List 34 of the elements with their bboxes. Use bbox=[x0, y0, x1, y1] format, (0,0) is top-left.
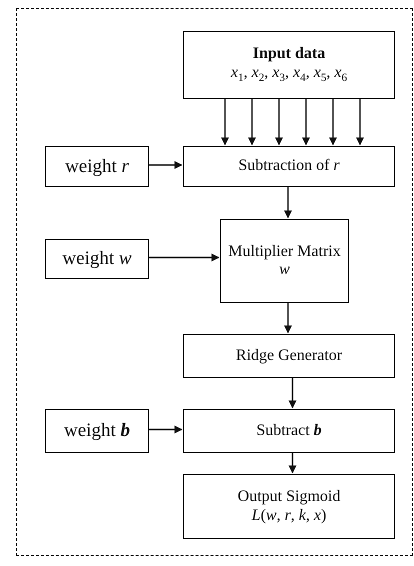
arrow bbox=[284, 302, 292, 334]
process-box bbox=[183, 409, 395, 453]
arrow bbox=[284, 186, 292, 218]
formula-label: L(w, r, k, x) bbox=[252, 506, 326, 525]
box-label: Subtract b bbox=[256, 422, 322, 440]
arrow bbox=[148, 161, 182, 169]
box-label: weight r bbox=[65, 156, 129, 178]
formula-label: x$_{1}$, x$_{2}$, x$_{3}$, x$_{4}$, x$_{5}$, x$_{6}$ bbox=[230, 64, 348, 85]
arrow bbox=[275, 98, 283, 146]
arrow bbox=[288, 376, 296, 408]
process-box bbox=[183, 474, 395, 539]
arrow bbox=[288, 452, 296, 474]
process-box bbox=[220, 219, 349, 303]
box-label: Output Sigmoid bbox=[238, 488, 340, 506]
box-label: Multiplier Matrix w bbox=[227, 242, 342, 280]
process-box bbox=[183, 334, 395, 378]
process-box bbox=[183, 146, 395, 187]
process-box bbox=[45, 239, 149, 279]
arrow bbox=[329, 98, 337, 146]
arrow bbox=[302, 98, 310, 146]
box-label: Subtraction of r bbox=[238, 157, 340, 176]
box-label: weight b bbox=[64, 420, 130, 442]
arrow bbox=[356, 98, 364, 146]
process-box bbox=[45, 146, 149, 187]
arrow bbox=[148, 254, 220, 262]
arrow bbox=[148, 426, 182, 434]
process-box bbox=[183, 31, 395, 99]
arrow bbox=[221, 98, 229, 146]
box-label: weight w bbox=[62, 248, 132, 270]
box-outline bbox=[16, 8, 413, 556]
box-label: Ridge Generator bbox=[236, 346, 342, 366]
arrow bbox=[248, 98, 256, 146]
process-box bbox=[45, 409, 149, 453]
box-label: Input data bbox=[252, 45, 326, 64]
